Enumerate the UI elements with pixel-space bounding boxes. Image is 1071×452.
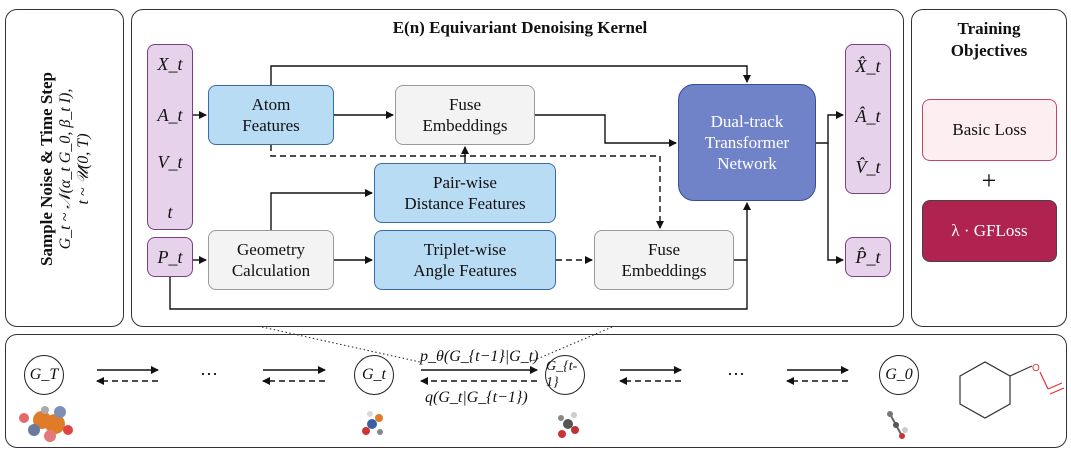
atom-features-box: Atom Features [208, 85, 334, 145]
input-v: V_t [157, 152, 183, 172]
input-p-box: P_t [147, 237, 193, 277]
zoom-line-right [529, 326, 613, 363]
node-g-T: G_T [24, 355, 64, 395]
fuse-embeddings-bottom-box: Fuse Embeddings [594, 230, 734, 290]
fuse-embeddings-top-box: Fuse Embeddings [395, 85, 535, 145]
noise-panel: Sample Noise & Time Step G_t ~ 𝒩(α_t G_0… [5, 9, 124, 327]
dual-track-transformer-box: Dual-track Transformer Network [678, 84, 816, 201]
molecule-gt-icon [362, 411, 383, 435]
ellipsis-left: ⋯ [200, 364, 218, 384]
gf-loss-box: λ · GFLoss [922, 200, 1057, 262]
output-a: Â_t [855, 106, 881, 126]
geometry-calculation-box: Geometry Calculation [208, 230, 334, 290]
input-x: X_t [157, 54, 183, 74]
output-features-box [845, 44, 891, 194]
molecule-oxygen-label: O [1032, 363, 1040, 374]
output-v: V̂_t [855, 157, 881, 177]
molecule-noisy-icon [19, 406, 73, 442]
molecule-g0-skeletal [959, 361, 1065, 419]
dashed-atom-to-fuse-bottom [270, 145, 664, 229]
plus-sign: + [981, 166, 997, 195]
basic-loss-box: Basic Loss [922, 99, 1057, 161]
node-g-0: G_0 [879, 355, 919, 395]
arrow-geometry-to-pairwise [270, 189, 373, 230]
ellipsis-right: ⋯ [727, 364, 745, 384]
kernel-title: E(n) Equivariant Denoising Kernel [392, 18, 648, 37]
forward-process-label: p_θ(G_{t−1}|G_t) [420, 348, 539, 365]
node-g-t: G_t [354, 355, 394, 395]
input-features-box [147, 44, 193, 230]
arrow-fuse-to-transformer [535, 114, 677, 147]
input-t: t [167, 202, 173, 222]
arrow-p-bypass [169, 260, 748, 310]
output-x: X̂_t [855, 56, 881, 76]
pairwise-distance-box: Pair-wise Distance Features [374, 163, 556, 223]
node-g-t-minus-1: G_{t-1} [545, 355, 585, 395]
arrow-fuse-bottom-to-transformer [734, 202, 751, 261]
input-a: A_t [157, 105, 183, 125]
molecule-g0-icon [887, 411, 908, 439]
arrow-atom-bypass [270, 65, 751, 85]
triplet-angle-box: Triplet-wise Angle Features [374, 230, 556, 290]
reverse-process-label: q(G_t|G_{t−1}) [425, 389, 528, 406]
molecule-gt1-icon [558, 412, 579, 438]
zoom-line-left [261, 326, 421, 363]
arrow-transformer-to-outputs [816, 111, 844, 144]
training-panel [911, 9, 1067, 327]
diffusion-chain-panel [5, 334, 1067, 448]
arrow-transformer-to-p-output [827, 143, 844, 264]
training-title: Training Objectives [950, 19, 1028, 61]
output-p-box: P̂_t [845, 237, 891, 277]
